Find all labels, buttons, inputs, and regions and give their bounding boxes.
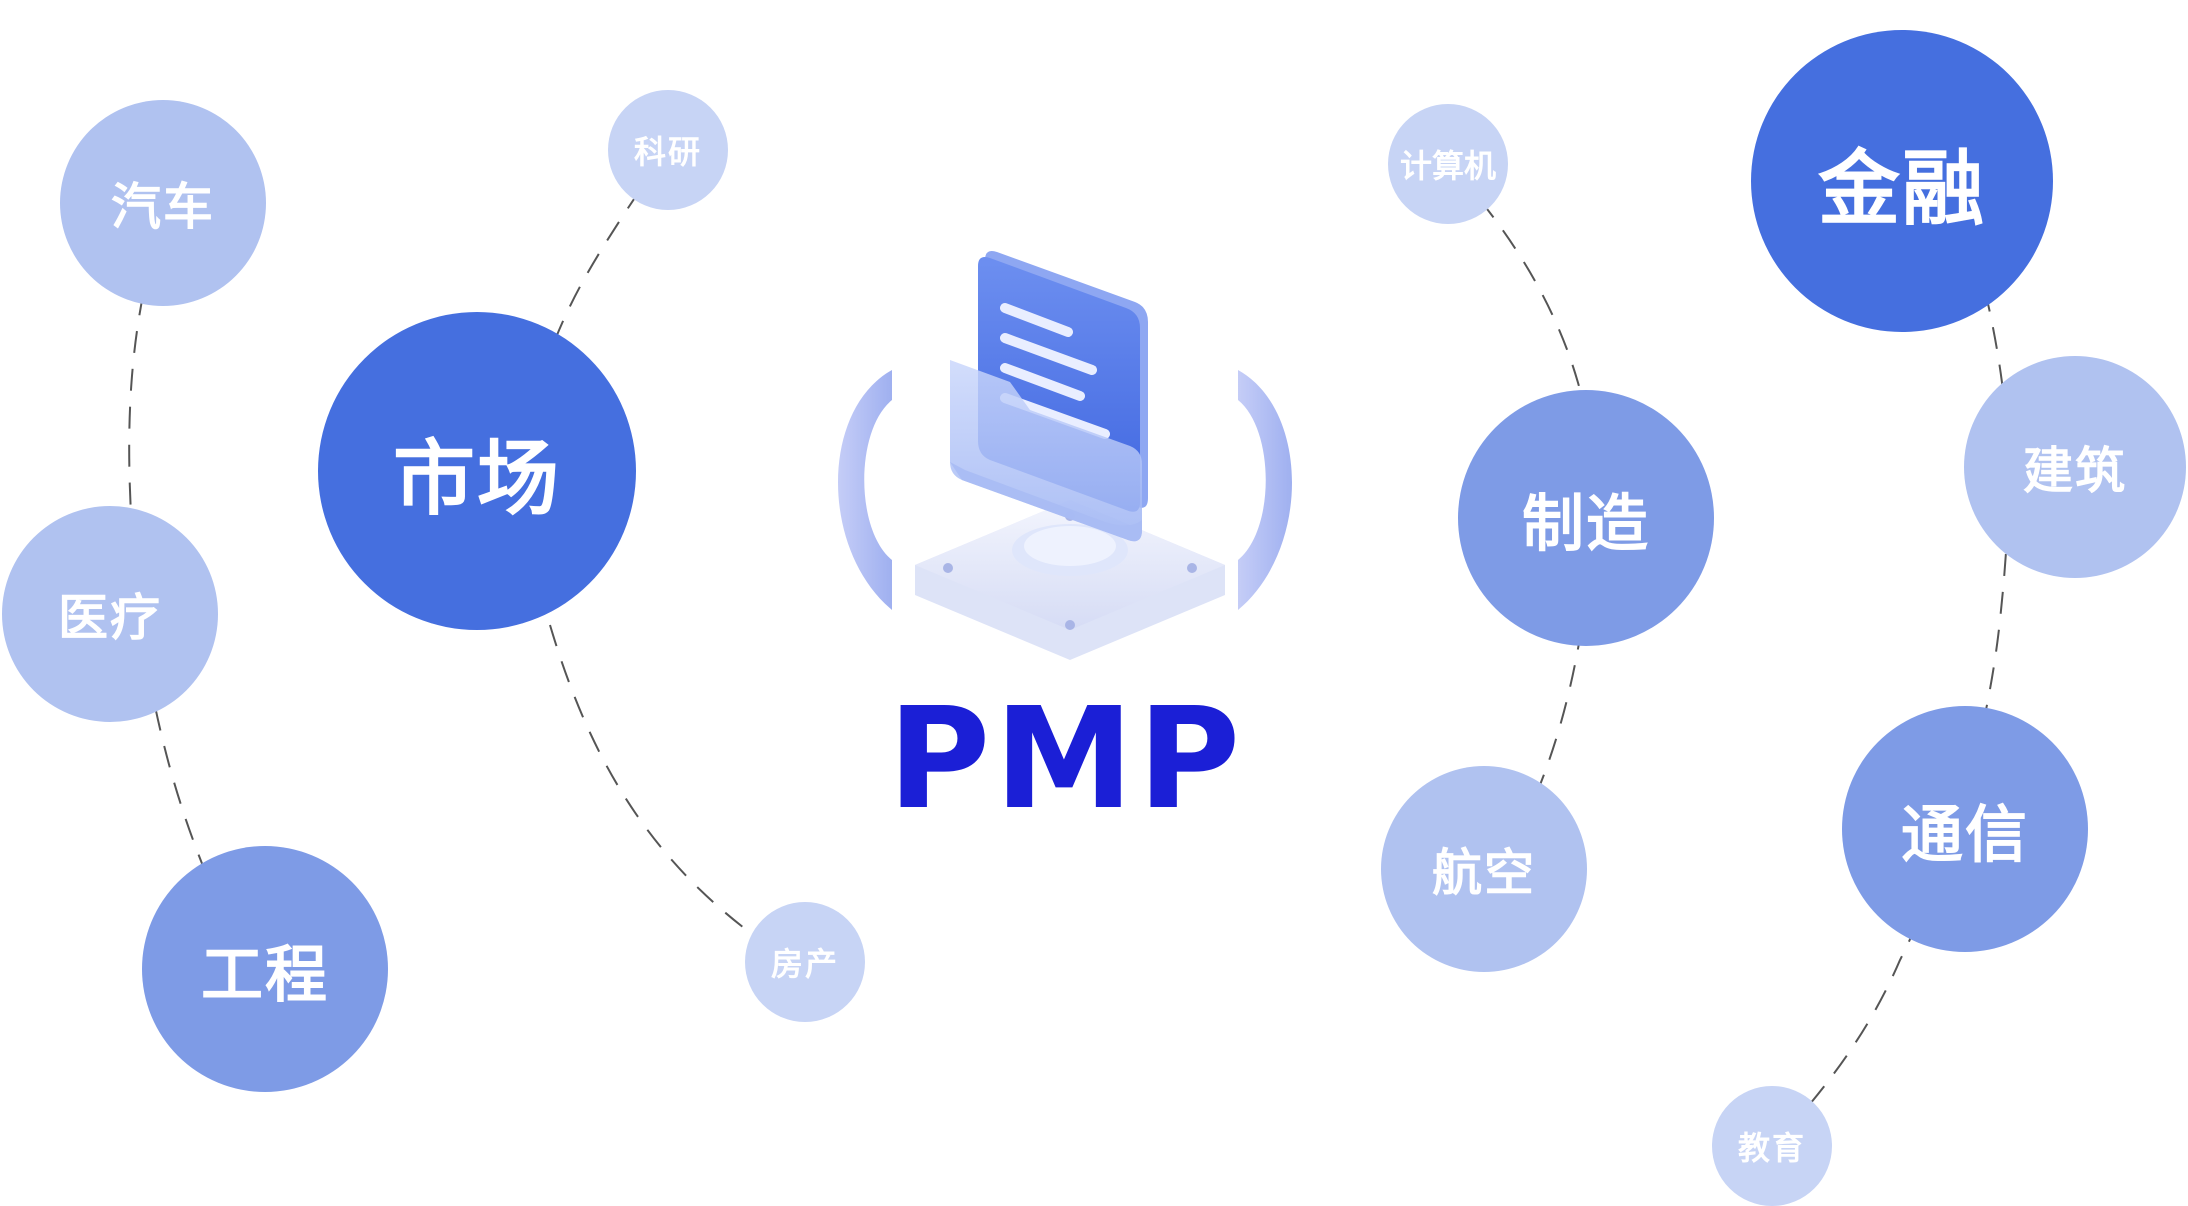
node-computer-label: 计算机 (1399, 147, 1496, 185)
link-market-estate (549, 624, 761, 941)
node-medical-label: 医疗 (58, 589, 162, 647)
link-finance-build-tele (1804, 289, 2010, 1111)
node-finance-label: 金融 (1817, 141, 1986, 237)
node-engineering[interactable]: 工程 (142, 846, 388, 1092)
node-medical[interactable]: 医疗 (2, 506, 218, 722)
node-education-label: 教育 (1737, 1129, 1806, 1167)
node-education[interactable]: 教育 (1712, 1086, 1832, 1206)
node-research-label: 科研 (633, 133, 702, 171)
node-automotive-label: 汽车 (111, 178, 215, 236)
node-aviation-label: 航空 (1432, 844, 1536, 902)
node-market[interactable]: 市场 (318, 312, 636, 630)
node-market-label: 市场 (392, 431, 561, 527)
node-automotive[interactable]: 汽车 (60, 100, 266, 306)
node-finance[interactable]: 金融 (1751, 30, 2053, 332)
node-engineering-label: 工程 (200, 938, 329, 1011)
node-telecom[interactable]: 通信 (1842, 706, 2088, 952)
node-real-estate[interactable]: 房产 (745, 902, 865, 1022)
left-bracket-icon (838, 370, 892, 610)
link-comp-make-air (1479, 199, 1596, 831)
node-aviation[interactable]: 航空 (1381, 766, 1587, 972)
right-bracket-icon (1238, 370, 1292, 610)
node-construction[interactable]: 建筑 (1964, 356, 2186, 578)
node-manufacturing[interactable]: 制造 (1458, 390, 1714, 646)
node-research[interactable]: 科研 (608, 90, 728, 210)
folder-icon (950, 360, 1142, 542)
pmp-illustration (838, 251, 1292, 660)
center-title: PMP (887, 678, 1245, 841)
node-manufacturing-label: 制造 (1521, 487, 1650, 560)
node-telecom-label: 通信 (1900, 798, 2029, 871)
node-real-estate-label: 房产 (770, 945, 839, 983)
node-construction-label: 建筑 (2023, 442, 2127, 500)
base-plate-icon (915, 500, 1225, 660)
link-sci-market (554, 189, 641, 341)
node-computer[interactable]: 计算机 (1388, 104, 1508, 224)
